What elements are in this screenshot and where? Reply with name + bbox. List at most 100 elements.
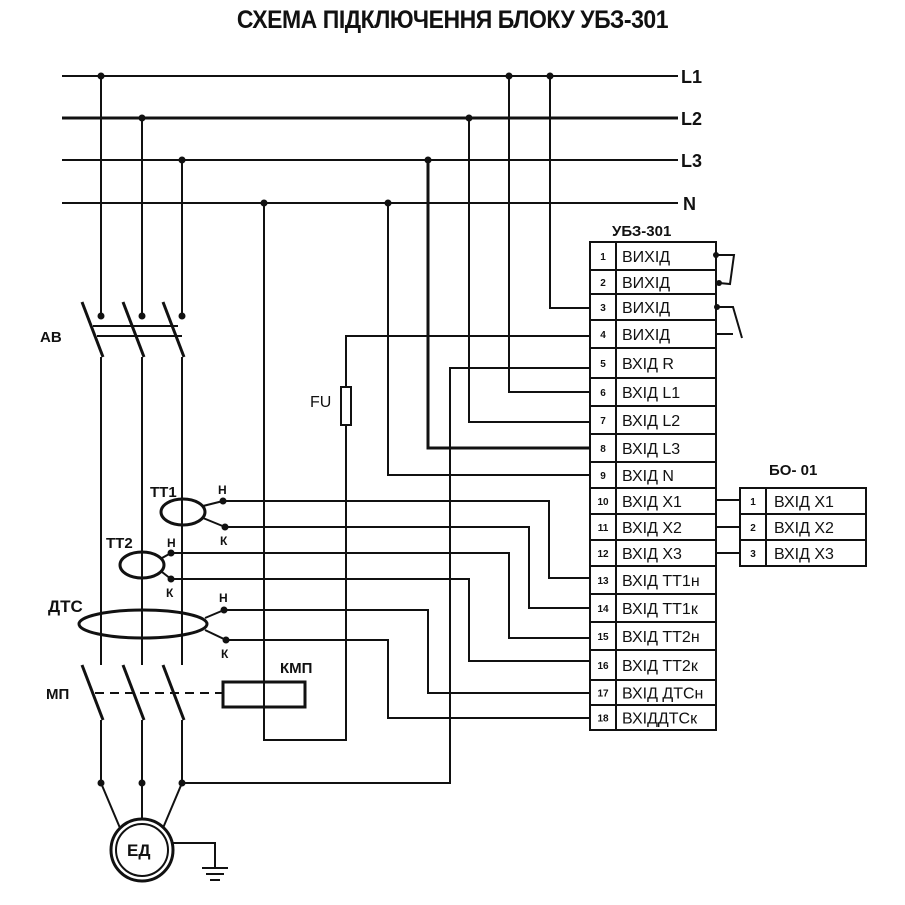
contactor-symbol: МП КМП [46, 660, 312, 721]
terminal-label: ВХІД ДТСн [622, 686, 703, 703]
ubz-terminal-row: 3 ВИХІД [589, 293, 717, 321]
wire-n-t9 [387, 203, 590, 476]
power-buses: L1 L2 L3 N [62, 67, 702, 214]
terminal-number: 1 [600, 252, 606, 263]
ground-wire [173, 842, 216, 867]
terminal-label: ВХІД ТТ1н [622, 573, 700, 590]
ubz-terminal-row: 1 ВИХІД [589, 241, 717, 271]
junction-dot [178, 312, 186, 320]
ct1-lead [202, 517, 226, 528]
ubz-terminal-row: 7 ВХІД L2 [589, 405, 717, 435]
terminal-label: ВХІД X3 [622, 546, 682, 563]
terminal-label: ВХІД X2 [774, 520, 834, 537]
junction-dot [138, 312, 146, 320]
breaker-contact [80, 301, 105, 358]
ubz-terminal-row: 12 ВХІД X3 [589, 539, 717, 567]
terminal-number: 13 [597, 576, 609, 587]
wire-l1-t3 [549, 76, 590, 309]
ubz-terminal-row: 13 ВХІД ТТ1н [589, 565, 717, 595]
wire-l3-t8 [426, 160, 590, 450]
terminal-number: 14 [597, 604, 609, 615]
terminal-label: ВХІД N [622, 468, 674, 485]
dts-lead [204, 629, 227, 641]
terminal-number: 17 [597, 689, 609, 700]
motor-outer-ring [109, 817, 175, 883]
terminal-number: 9 [600, 471, 606, 482]
motor-inner-ring [115, 823, 169, 877]
terminal-number: 3 [600, 303, 606, 314]
dts-end-label: К [221, 647, 229, 661]
wire-l1-t6 [508, 76, 590, 393]
bo-terminal-row: 2 ВХІД X2 [739, 513, 867, 541]
terminal-label: ВИХІД [622, 249, 670, 266]
bus-n-label: N [683, 194, 696, 214]
terminal-number: 5 [600, 359, 606, 370]
bus-l2-label: L2 [681, 109, 702, 129]
contactor-coil-label: КМП [280, 660, 312, 677]
ct1-start-label: Н [218, 483, 227, 497]
terminal-number: 2 [750, 523, 756, 534]
wire-l2-t7 [468, 118, 590, 423]
terminal-number: 6 [600, 388, 606, 399]
terminal-number: 12 [597, 549, 609, 560]
wire-dtsn-t17 [224, 609, 590, 694]
motor-lead [100, 782, 121, 829]
terminal-label: ВХІД X1 [622, 494, 682, 511]
relay-nc-contact [716, 254, 736, 286]
control-wiring: FU [171, 76, 740, 784]
terminal-label: ВХІД ТТ2к [622, 658, 699, 675]
wire-dtsk-t18 [226, 639, 590, 719]
dts-start-label: Н [219, 591, 228, 605]
bus-l1-label: L1 [681, 67, 702, 87]
terminal-number: 7 [600, 416, 606, 427]
ubz-terminal-row: 17 ВХІД ДТСн [589, 679, 717, 706]
terminal-number: 3 [750, 549, 756, 560]
bus-junctions [97, 72, 554, 207]
wire-ct2k-t16 [171, 578, 590, 662]
terminal-number: 8 [600, 444, 606, 455]
ct2-label: ТТ2 [106, 535, 133, 552]
ct2-start-label: Н [167, 536, 176, 550]
terminal-number: 10 [597, 497, 609, 508]
terminal-label: ВИХІД [622, 300, 670, 317]
bus-l3-label: L3 [681, 151, 702, 171]
ubz-title: УБЗ-301 [612, 223, 671, 240]
output-relay-contacts [713, 252, 743, 339]
bo-title: БО- 01 [769, 462, 817, 479]
motor-label: ЕД [127, 841, 150, 860]
wire-r-t5 [182, 367, 590, 784]
terminal-label: ВИХІД [622, 275, 670, 292]
ct2-coil [118, 550, 166, 580]
differential-current-sensor: ДТС Н К [48, 591, 230, 661]
motor-symbol: ЕД [97, 779, 228, 883]
ubz-terminal-row: 9 ВХІД N [589, 461, 717, 489]
terminal-label: ВХІД L2 [622, 413, 680, 430]
relay-no-contact [717, 306, 743, 339]
ct2-end-label: К [166, 586, 174, 600]
ubz-terminal-row: 10 ВХІД X1 [589, 487, 717, 515]
terminal-label: ВХІД L3 [622, 441, 680, 458]
ct1-end-label: К [220, 534, 228, 548]
phase-conductors [97, 76, 186, 783]
dts-label: ДТС [48, 597, 83, 616]
current-transformer-2: ТТ2 Н К [106, 535, 176, 600]
junction-dot [97, 312, 105, 320]
motor-lead [162, 782, 183, 829]
diagram-title: СХЕМА ПІДКЛЮЧЕННЯ БЛОКУ УБЗ-301 [236, 6, 669, 34]
breaker-contact [121, 301, 146, 358]
terminal-label: ВИХІД [622, 327, 670, 344]
wire-ct1k-t14 [225, 526, 590, 609]
